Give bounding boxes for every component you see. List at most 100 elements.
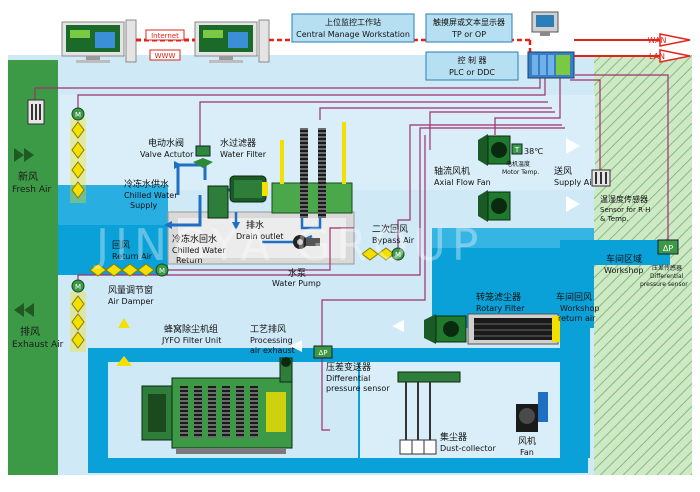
chilled-return-en2: Return	[176, 256, 203, 265]
bypass-en: Bypass Air	[372, 236, 415, 245]
workshop-cn: 车间区域	[606, 253, 642, 265]
watermark: JINGYA GROUP	[93, 220, 484, 271]
valve-en: Valve Actutor	[140, 150, 194, 159]
svg-text:ΔP: ΔP	[318, 349, 327, 357]
chilled-supply-en1: Chilled Water	[124, 191, 178, 200]
axial-en: Axial Flow Fan	[434, 178, 491, 187]
svg-text:T: T	[514, 146, 520, 154]
touch-panel-icon	[531, 11, 559, 36]
workshop-return-cn: 车间回风	[556, 291, 592, 303]
fresh-air-arrow-icon	[14, 148, 34, 162]
filter-en: Water Filter	[220, 150, 267, 159]
filter-cn: 水过滤器	[220, 137, 256, 149]
dp-sensor-en2: pressure sensor	[640, 281, 688, 288]
plc-box	[425, 51, 519, 81]
central-workstation-cn: 上位监控工作站	[325, 17, 381, 27]
motor-en: Motor Temp.	[502, 169, 539, 176]
plc-en: PLC or DDC	[449, 68, 495, 77]
central-workstation-en: Central Manage Workstation	[296, 30, 410, 39]
exhaust-air-cn: 排风	[20, 325, 40, 338]
actuator-icon: M	[71, 107, 85, 121]
computer-icon	[61, 19, 137, 63]
bypass-cn: 二次回风	[372, 223, 408, 235]
return-arrow-icon	[392, 320, 404, 332]
damper-en: Air Damper	[108, 297, 154, 306]
temp-value: 38℃	[524, 147, 543, 156]
dust-collector-icon	[397, 371, 461, 455]
damper-cn: 风量调节窗	[108, 284, 153, 296]
plc-cn: 控 制 器	[457, 55, 486, 65]
svg-text:M: M	[159, 267, 165, 275]
rotary-cn: 转笼滤尘器	[476, 291, 521, 303]
lan-label: LAN	[649, 52, 665, 61]
filter-column-upper	[70, 118, 86, 203]
svg-text:M: M	[75, 283, 81, 291]
internet-label: Internet	[151, 32, 179, 40]
jyfo-en: JYFO Filter Unit	[161, 336, 221, 345]
fresh-air-cn: 新风	[18, 170, 38, 183]
process-exhaust-arrow-icon	[290, 340, 302, 352]
rh-cn: 温湿度传感器	[600, 194, 648, 204]
chilled-supply-cn: 冷冻水供水	[124, 178, 169, 190]
central-workstation-box	[291, 13, 415, 43]
return-air-cn: 回风	[112, 240, 130, 251]
exhaust-air-arrow-icon	[14, 303, 34, 317]
rotary-filter-fan-icon	[424, 314, 467, 344]
fresh-air-en: Fresh Air	[12, 185, 51, 195]
control-wiring	[34, 60, 669, 431]
svg-text:M: M	[75, 111, 81, 119]
dp-sensor-box	[657, 239, 679, 255]
dp-label: ΔP	[663, 244, 673, 253]
dp-sensor-en1: Differential	[650, 273, 684, 280]
actuator-icon-2: M	[71, 279, 85, 293]
fan-en: Fan	[520, 448, 534, 457]
rh-en1: Sensor for R·H	[600, 206, 650, 214]
chilled-supply-en2: Supply	[130, 201, 158, 210]
plc-module-icon	[527, 51, 575, 79]
pump-cn: 水泵	[288, 267, 306, 279]
jyfo-cn: 蜂窝除尘机组	[164, 323, 218, 335]
diff-cn: 压差变送器	[326, 361, 371, 373]
actuator-icon-4: M	[391, 247, 405, 261]
www-label: WWW	[155, 52, 176, 60]
drain-cn: 排水	[246, 219, 264, 231]
tp-en: TP or OP	[451, 30, 486, 39]
tp-box	[425, 13, 513, 43]
diff-en1: Differential	[326, 374, 370, 383]
process-en2: air exhaust	[250, 346, 295, 355]
dust-cn: 集尘器	[440, 431, 467, 443]
fresh-air-filter-icon	[27, 99, 45, 125]
diff-pressure-sensor-icon: ΔP	[313, 345, 333, 359]
supply-air-en: Supply Air	[554, 178, 596, 187]
water-filter-icon	[229, 175, 268, 203]
motor-cn: 电机温度	[506, 160, 530, 168]
axial-fan-icon	[478, 134, 511, 166]
valve-cn: 电动水阀	[148, 137, 184, 149]
chilled-return-en1: Chilled Water	[172, 246, 226, 255]
exhaust-arrow-icon	[116, 318, 132, 366]
exhaust-fan-icon	[516, 392, 548, 432]
rh-en2: & Temp.	[600, 215, 629, 223]
dust-en: Dust-collector	[440, 444, 497, 453]
axial-cn: 轴流风机	[434, 165, 470, 177]
valve-actuator-icon	[193, 145, 213, 168]
pump-en: Water Pump	[272, 279, 321, 288]
drain-en: Drain outlet	[236, 232, 284, 241]
water-pump-icon	[293, 235, 320, 249]
dp-sensor-cn: 压差传感器	[652, 264, 682, 272]
exhaust-air-en: Exhaust Air	[12, 340, 64, 350]
workshop-return-en1: Workshop	[560, 304, 599, 313]
axial-fan-icon-2	[478, 190, 511, 222]
actuator-icon-3: M	[155, 263, 169, 277]
process-cn: 工艺排风	[250, 323, 286, 335]
rotary-en: Rotary Filter	[476, 304, 525, 313]
cooling-coil-icon	[207, 122, 353, 219]
workshop-en: Workshop	[604, 266, 643, 275]
process-en1: Processing	[250, 336, 293, 345]
supply-air-arrow-icon	[566, 138, 580, 212]
rotary-filter-icon	[467, 313, 560, 345]
diff-en2: pressure sensor	[326, 384, 390, 393]
workshop-return-en2: return air	[558, 314, 596, 323]
